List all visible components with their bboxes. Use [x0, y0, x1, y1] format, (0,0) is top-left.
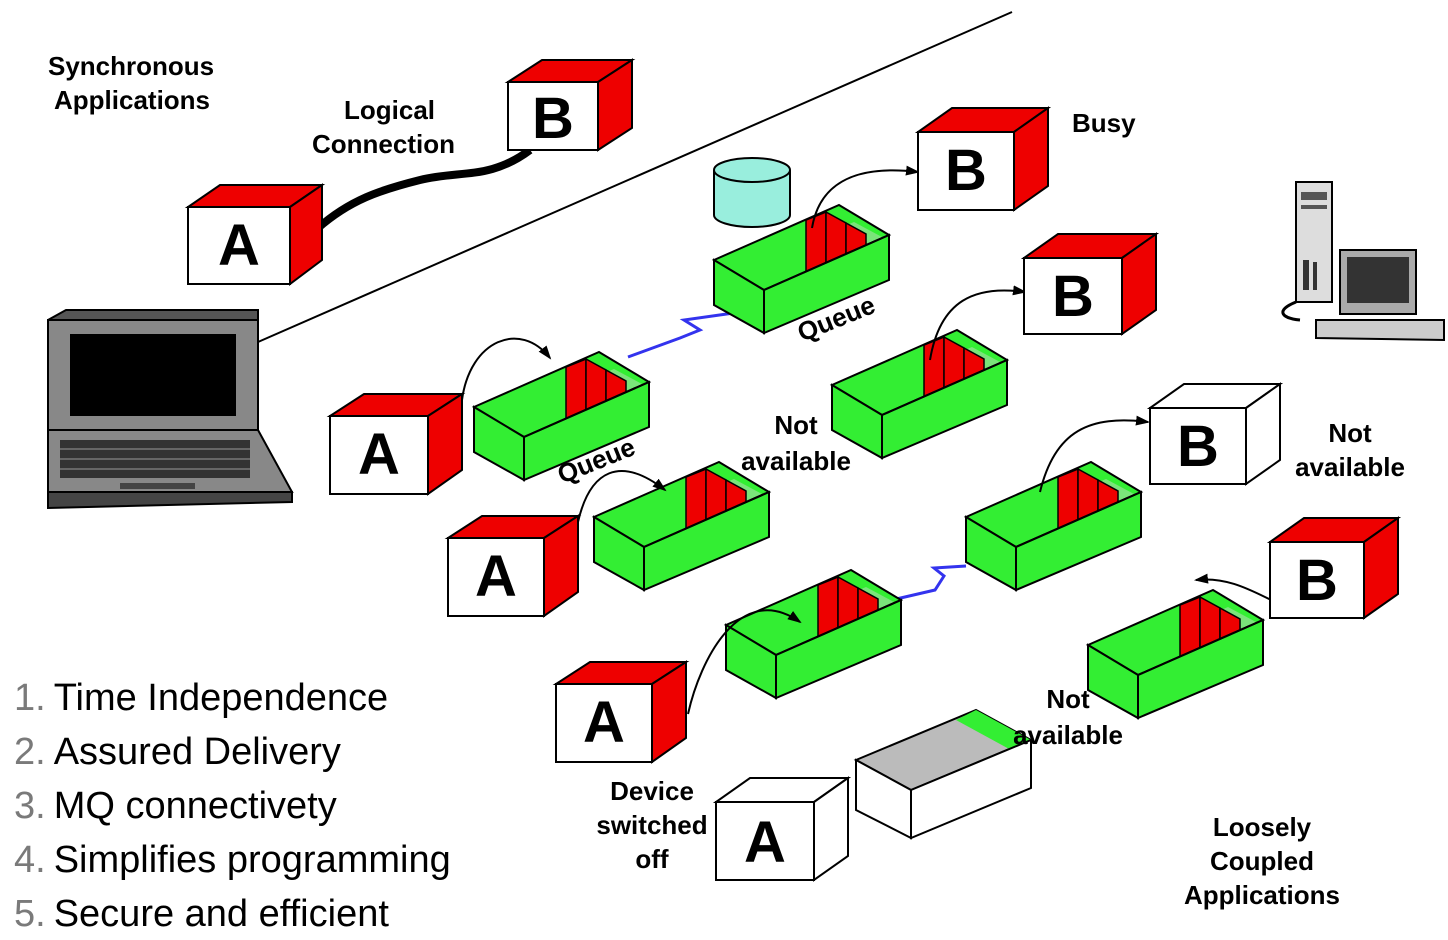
- box-letter: B: [532, 86, 574, 151]
- queue-row3-local: [725, 569, 902, 699]
- not-available-1-line2: available: [741, 446, 851, 476]
- queue-app-b-box-2: B: [1020, 232, 1160, 336]
- list-item: 4.Simplifies programming: [14, 839, 451, 881]
- box-letter: B: [945, 138, 987, 203]
- queue-row4-empty: [855, 709, 1032, 839]
- network-link-1: [627, 308, 756, 359]
- queue-app-a-box-1: A: [326, 392, 466, 496]
- logical-connection-wire: [315, 146, 533, 232]
- queue-row3-remote: [965, 461, 1142, 591]
- not-available-2-line2: available: [1295, 452, 1405, 482]
- synchronous-heading-line1: Synchronous: [48, 51, 214, 81]
- queue-app-a-box-2: A: [444, 514, 582, 618]
- arrow-put-2: [577, 470, 667, 523]
- list-item: 1.Time Independence: [14, 677, 388, 719]
- sync-app-a-box: A: [184, 183, 326, 286]
- laptop-icon: [47, 309, 294, 510]
- loosely-coupled-line2: Coupled: [1210, 846, 1314, 876]
- box-letter: A: [358, 422, 400, 487]
- database-icon: [713, 157, 791, 228]
- arrow-get-2: [929, 285, 1027, 361]
- divider-line: [257, 11, 1013, 343]
- box-letter: B: [1177, 414, 1219, 479]
- queue-row2-local: [593, 461, 770, 591]
- device-switched-off-line2: switched: [596, 810, 707, 840]
- box-letter: B: [1052, 264, 1094, 329]
- queue-app-b-box-off: B: [1146, 382, 1284, 486]
- arrow-get-3: [1039, 415, 1150, 493]
- desktop-computer-icon: [1281, 181, 1445, 342]
- queue-app-b-box-busy: B: [914, 106, 1052, 212]
- device-switched-off-line3: off: [635, 844, 669, 874]
- loosely-coupled-line1: Loosely: [1213, 812, 1312, 842]
- box-letter: A: [475, 544, 517, 609]
- device-switched-off-line1: Device: [610, 776, 694, 806]
- logical-connection-line2: Connection: [312, 129, 455, 159]
- box-letter: B: [1296, 548, 1338, 613]
- not-available-2-line1: Not: [1328, 418, 1372, 448]
- queue-row2-remote: [831, 329, 1008, 459]
- queue-app-b-box-4: B: [1266, 516, 1402, 620]
- queue-row4-remote: [1087, 589, 1264, 719]
- sync-app-b-box: B: [504, 58, 636, 152]
- list-item: 5.Secure and efficient: [14, 893, 389, 935]
- arrow-put-1: [461, 337, 552, 401]
- not-available-3-line1: Not: [1046, 684, 1090, 714]
- not-available-1-line1: Not: [774, 410, 818, 440]
- synchronous-heading-line2: Applications: [54, 85, 210, 115]
- network-link-2: [865, 564, 967, 608]
- box-letter: A: [583, 690, 625, 755]
- busy-label: Busy: [1072, 108, 1136, 138]
- not-available-3-line2: available: [1013, 720, 1123, 750]
- benefits-list: 1.Time Independence 2.Assured Delivery 3…: [14, 677, 451, 935]
- logical-connection-line1: Logical: [344, 95, 435, 125]
- queue-app-a-box-off: A: [712, 776, 852, 882]
- arrow-put-3: [687, 609, 802, 715]
- box-letter: A: [218, 213, 260, 278]
- queue-app-a-box-3: A: [552, 660, 690, 764]
- loosely-coupled-line3: Applications: [1184, 880, 1340, 910]
- list-item: 2.Assured Delivery: [14, 731, 341, 773]
- arrow-get-1: [811, 165, 920, 229]
- box-letter: A: [744, 810, 786, 875]
- list-item: 3.MQ connectivety: [14, 785, 337, 827]
